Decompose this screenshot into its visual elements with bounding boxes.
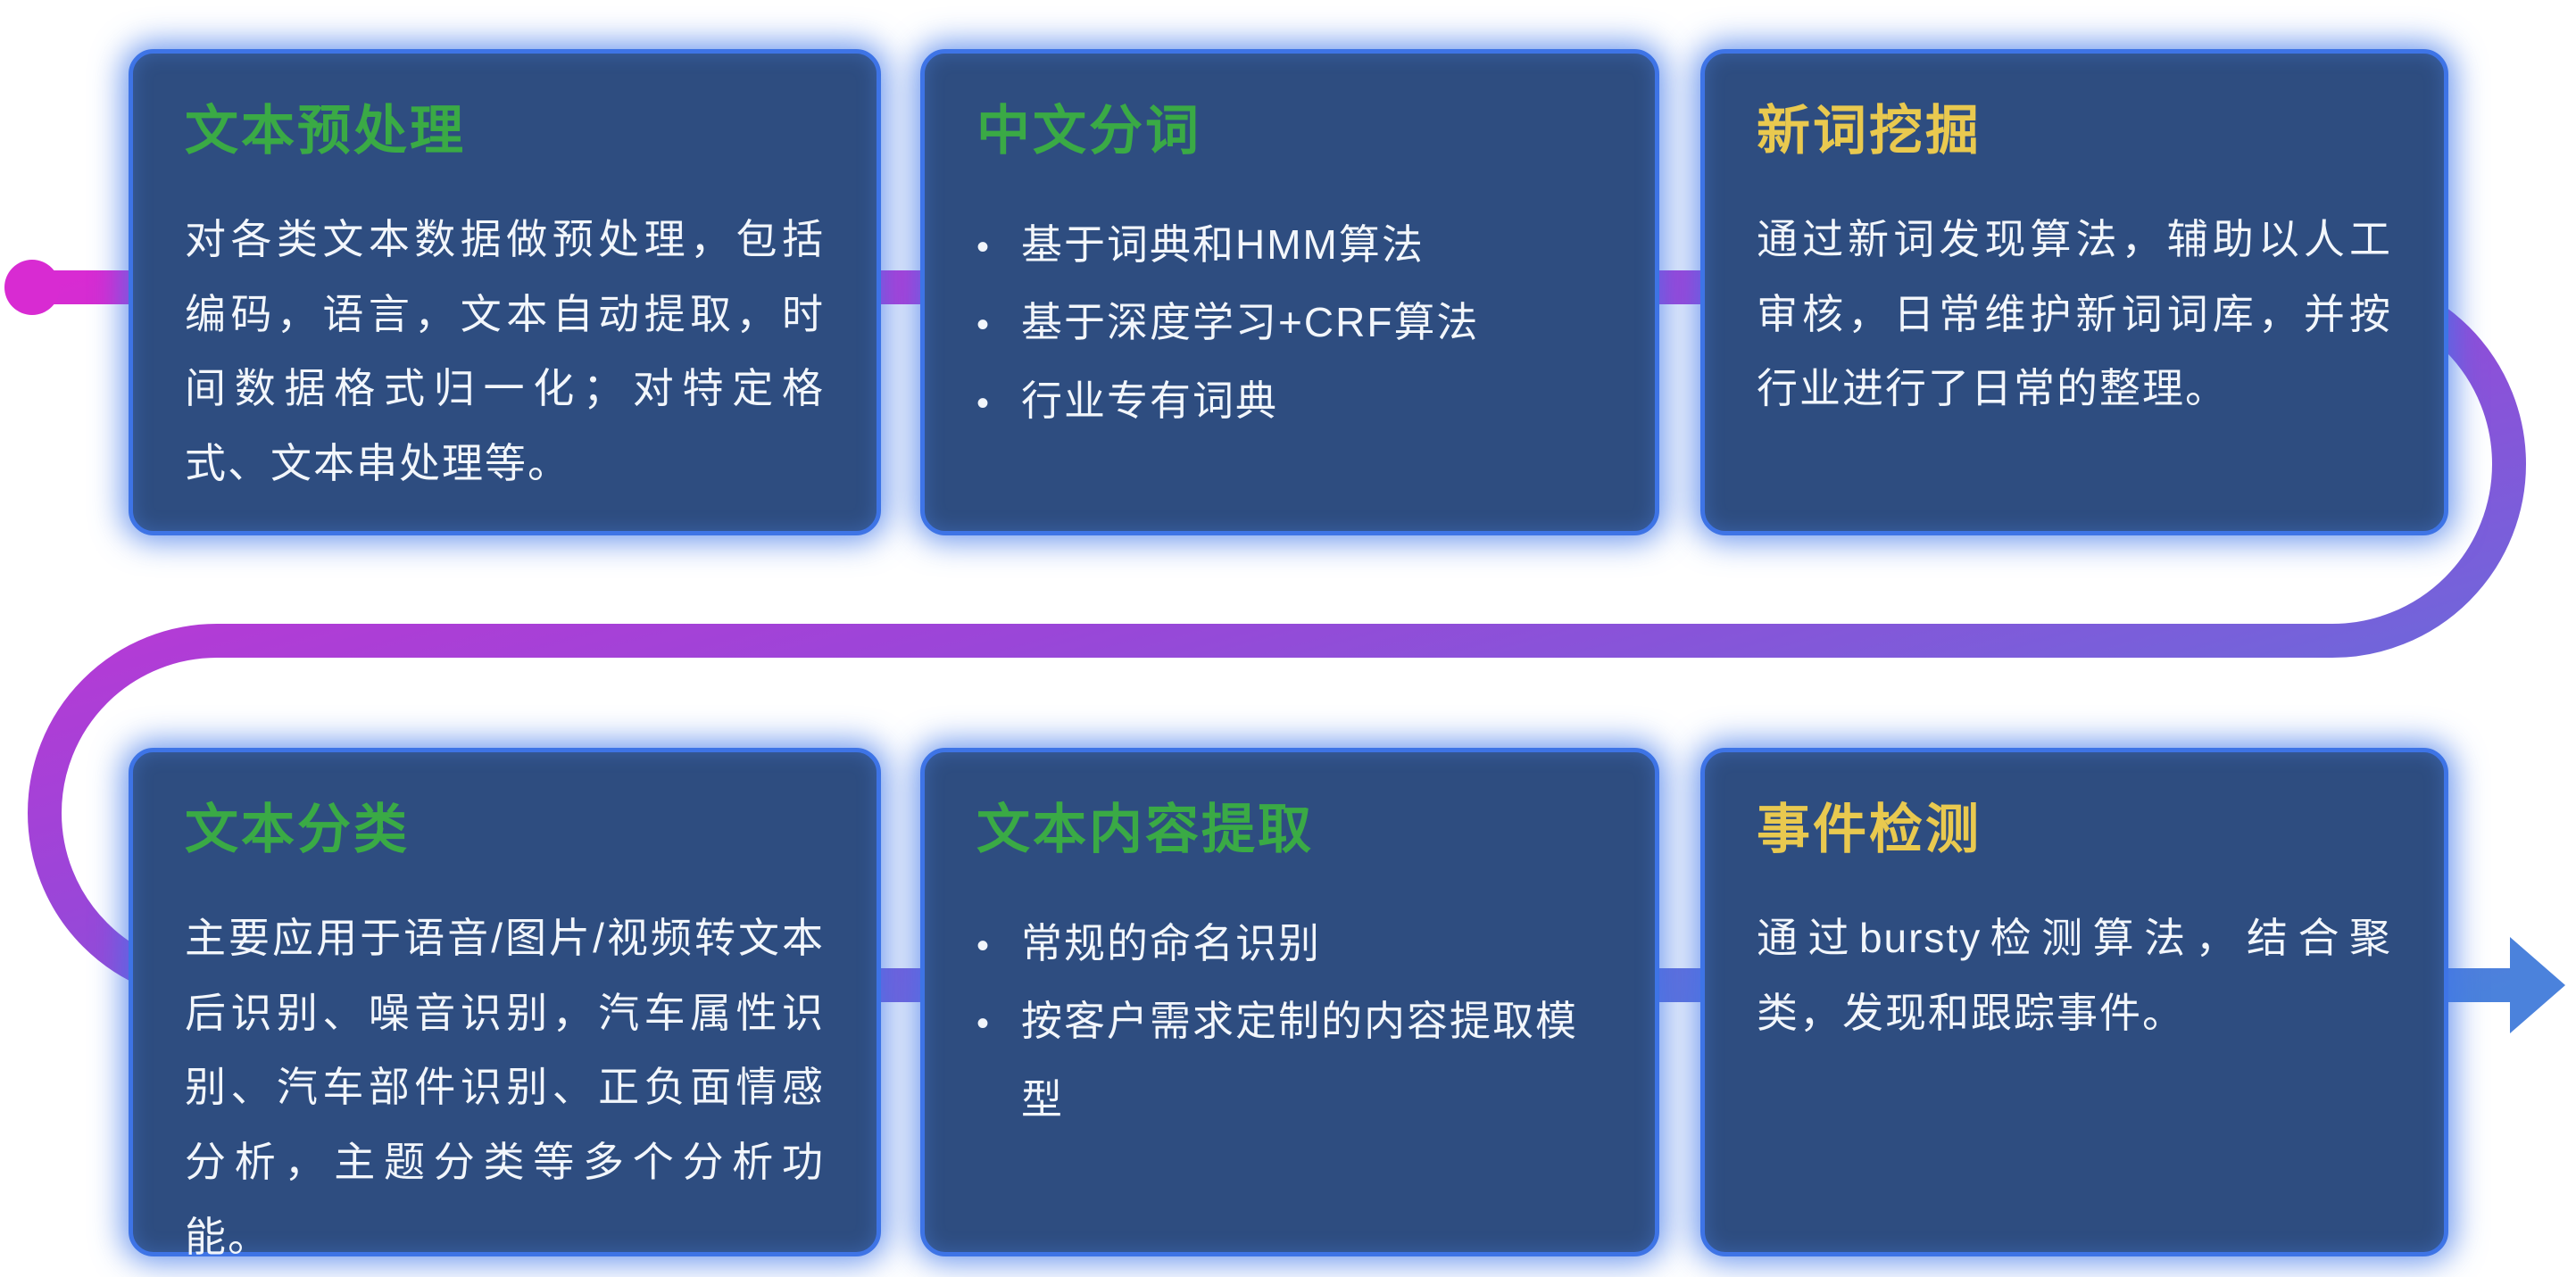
card-title: 文本内容提取 [976,800,1314,859]
bullet-dot-icon: • [976,926,992,966]
bullet-text: 基于词典和HMM算法 [1021,221,1425,268]
card-bullet-list: • 基于词典和HMM算法 • 基于深度学习+CRF算法 • 行业专有词典 [976,206,1603,440]
bullet-text: 常规的命名识别 [1021,920,1322,966]
card-body: 通过新词发现算法，辅助以人工审核，日常维护新词词库，并按行业进行了日常的整理。 [1757,216,2392,412]
card-body: 对各类文本数据做预处理，包括编码，语言，文本自动提取，时间数据格式归一化；对特定… [185,216,825,487]
card-text-preprocessing: 文本预处理 对各类文本数据做预处理，包括编码，语言，文本自动提取，时间数据格式归… [129,49,881,535]
bullet-text: 行业专有词典 [1021,377,1279,424]
bullet-dot-icon: • [976,1004,992,1044]
card-body: 主要应用于语音/图片/视频转文本后识别、噪音识别，汽车属性识别、汽车部件识别、正… [185,915,825,1260]
card-bullet-list: • 常规的命名识别 • 按客户需求定制的内容提取模型 [976,905,1603,1139]
card-body: 通过bursty检测算法，结合聚类，发现和跟踪事件。 [1757,915,2392,1036]
card-title: 中文分词 [976,101,1201,161]
card-event-detection: 事件检测 通过bursty检测算法，结合聚类，发现和跟踪事件。 [1700,748,2448,1256]
flow-path [28,270,2526,1002]
bullet-dot-icon: • [976,383,992,423]
bullet-dot-icon: • [976,228,992,267]
bullet-item: • 基于深度学习+CRF算法 [976,284,1603,361]
card-text-classification: 文本分类 主要应用于语音/图片/视频转文本后识别、噪音识别，汽车属性识别、汽车部… [129,748,881,1260]
flow-start-dot [4,260,60,315]
card-title: 事件检测 [1757,800,1982,859]
card-new-word-mining: 新词挖掘 通过新词发现算法，辅助以人工审核，日常维护新词词库，并按行业进行了日常… [1700,49,2448,535]
card-title: 文本预处理 [185,101,466,161]
card-chinese-word-segmentation: 中文分词 • 基于词典和HMM算法 • 基于深度学习+CRF算法 • 行业专有词… [920,49,1659,535]
bullet-item: • 按客户需求定制的内容提取模型 [976,983,1603,1139]
card-title: 文本分类 [185,800,410,859]
bullet-text: 基于深度学习+CRF算法 [1021,299,1480,346]
bullet-dot-icon: • [976,305,992,345]
flow-end-arrow-icon [2510,937,2565,1033]
bullet-item: • 常规的命名识别 [976,905,1603,983]
card-title: 新词挖掘 [1757,101,1982,161]
bullet-item: • 基于词典和HMM算法 [976,206,1603,284]
bullet-item: • 行业专有词典 [976,362,1603,440]
bullet-text: 按客户需求定制的内容提取模型 [1021,998,1579,1123]
card-text-content-extraction: 文本内容提取 • 常规的命名识别 • 按客户需求定制的内容提取模型 [920,748,1659,1256]
